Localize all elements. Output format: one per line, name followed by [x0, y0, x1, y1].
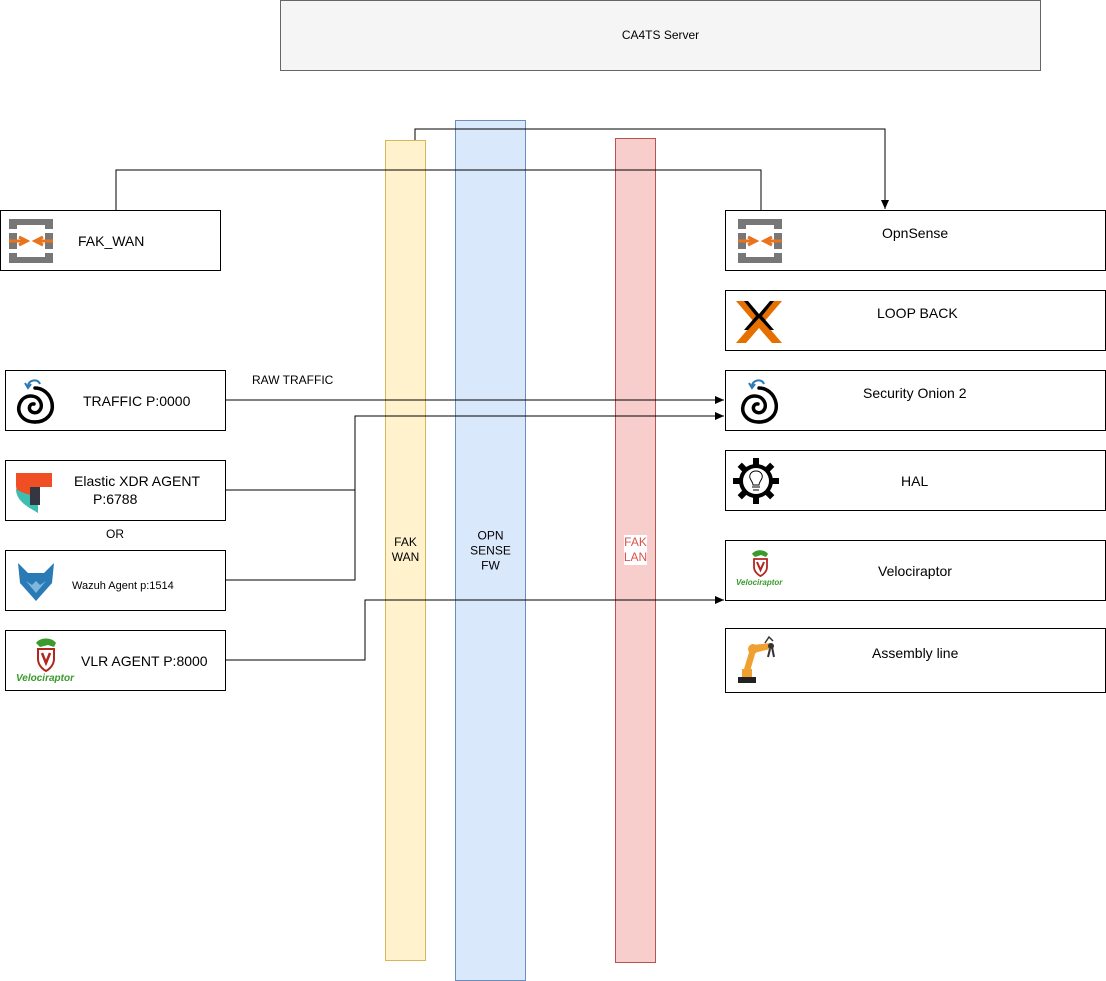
security-onion-icon [736, 376, 782, 433]
wazuh-icon [16, 561, 56, 608]
velociraptor-icon: Velociraptor [14, 637, 80, 689]
opnsense-fw-lane-line3: FW [481, 558, 500, 573]
security-onion-node-label: Security Onion 2 [863, 385, 967, 401]
security-onion-node: Security Onion 2 [725, 370, 1106, 431]
fak-lan-lane: FAK LAN [615, 138, 656, 963]
assembly-line-node-label: Assembly line [872, 645, 959, 661]
fak-wan-node-label: FAK_WAN [78, 233, 145, 249]
loopback-node-label: LOOP BACK [877, 305, 958, 321]
opnsense-node: OpnSense [725, 210, 1106, 271]
opnsense-icon [734, 215, 786, 272]
wazuh-node: Wazuh Agent p:1514 [5, 550, 226, 611]
elastic-node-label-1: Elastic XDR AGENT [74, 473, 201, 489]
fak-wan-lane: FAK WAN [385, 140, 426, 961]
vlr-icon-text: Velociraptor [16, 673, 74, 684]
server-title: CA4TS Server [621, 28, 700, 42]
vlr-node: Velociraptor VLR AGENT P:8000 [5, 630, 226, 691]
wazuh-to-onion-arrow [226, 412, 724, 581]
fak-wan-lane-line2: WAN [391, 550, 420, 564]
opnsense-fw-lane-line2: SENSE [470, 543, 511, 558]
security-onion-icon [12, 376, 58, 433]
wazuh-node-label: Wazuh Agent p:1514 [72, 580, 174, 592]
hal-node: HAL [725, 450, 1106, 511]
vlr-node-label: VLR AGENT P:8000 [81, 653, 208, 669]
velociraptor-node-label: Velociraptor [878, 563, 952, 579]
velociraptor-icon-text: Velociraptor [736, 578, 783, 587]
vlr-to-velociraptor-arrow [226, 596, 724, 661]
proxmox-icon [734, 299, 784, 350]
opnsense-node-label: OpnSense [882, 225, 949, 241]
elastic-security-icon [14, 467, 58, 520]
traffic-node: TRAFFIC P:0000 [5, 370, 226, 431]
opnsense-fw-lane-line1: OPN [477, 528, 504, 543]
wan-to-opnsense-line [115, 169, 762, 212]
elastic-node-label-2: P:6788 [93, 491, 138, 507]
traffic-node-label: TRAFFIC P:0000 [83, 393, 191, 409]
fak-wan-node: FAK_WAN [0, 210, 221, 271]
fak-lan-lane-line2: LAN [623, 550, 648, 565]
fak-wan-lane-line1: FAK [394, 535, 417, 549]
velociraptor-node: Velociraptor Velociraptor [725, 540, 1106, 601]
fak-lan-lane-line1: FAK [624, 535, 647, 550]
assembly-line-node: Assembly line [725, 628, 1106, 693]
loopback-node: LOOP BACK [725, 290, 1106, 351]
opnsense-fw-lane: OPN SENSE FW [455, 120, 526, 981]
lane-to-opnsense-arrow [414, 128, 889, 209]
ca4ts-server-box: CA4TS Server [280, 0, 1041, 71]
hal-node-label: HAL [901, 473, 929, 489]
elastic-node: Elastic XDR AGENT P:6788 [5, 460, 226, 521]
gear-bulb-icon [732, 457, 780, 510]
raw-traffic-label: RAW TRAFFIC [252, 373, 334, 387]
or-text: OR [106, 527, 124, 541]
opnsense-icon [5, 215, 57, 272]
robot-arm-icon [734, 635, 782, 690]
velociraptor-icon: Velociraptor [734, 549, 790, 595]
